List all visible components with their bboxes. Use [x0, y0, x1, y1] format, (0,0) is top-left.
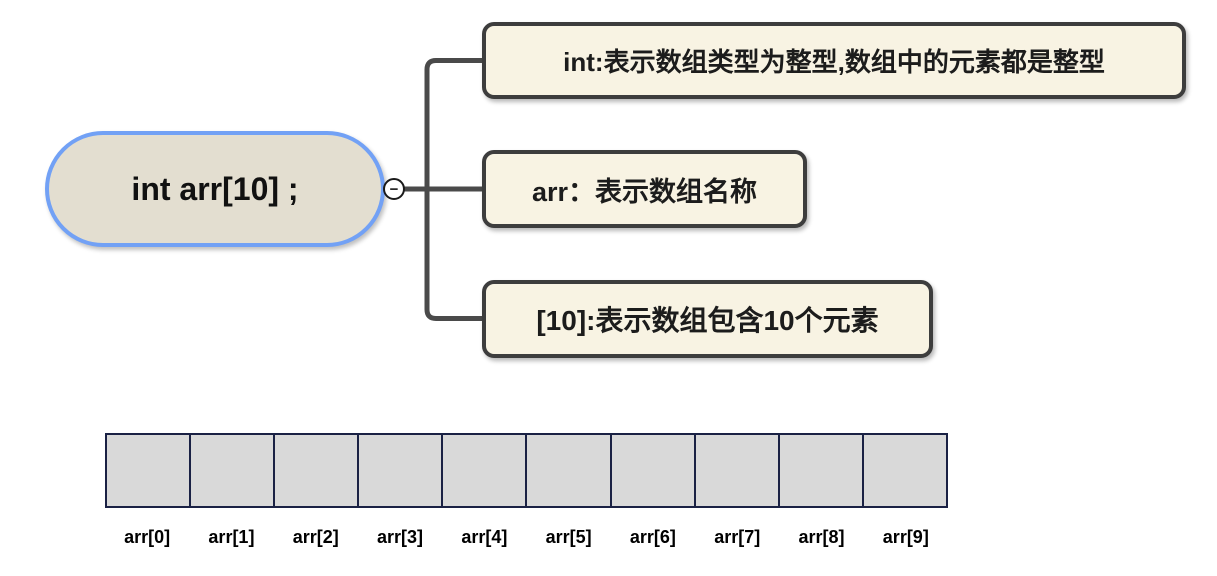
array-cell: [274, 434, 359, 507]
root-node-label: int arr[10] ;: [131, 170, 299, 207]
array-cell: [862, 434, 947, 507]
array-index-label: arr[9]: [882, 527, 929, 547]
array-cell: [358, 434, 443, 507]
collapse-toggle-button[interactable]: −: [383, 178, 405, 200]
array-cells-row: [105, 433, 948, 508]
branch-node-int[interactable]: int:表示数组类型为整型,数组中的元素都是整型: [482, 22, 1186, 99]
connector-trunk: [424, 58, 482, 321]
array-index-labels-row: arr[0] arr[1] arr[2] arr[3] arr[4] arr[5…: [105, 527, 948, 551]
branch-node-label: [10]:表示数组包含10个元素: [536, 305, 879, 336]
array-index-label: arr[7]: [714, 527, 761, 547]
array-index-label: arr[2]: [292, 527, 339, 547]
array-index-label: arr[1]: [208, 527, 255, 547]
array-cell: [190, 434, 275, 507]
minus-icon: −: [389, 180, 399, 198]
array-index-label: arr[0]: [124, 527, 171, 547]
array-index-label: arr[6]: [629, 527, 676, 547]
array-index-label: arr[3]: [377, 527, 424, 547]
array-cell: [526, 434, 611, 507]
branch-node-arr[interactable]: arr：表示数组名称: [482, 150, 807, 228]
array-cell: [778, 434, 863, 507]
array-index-label: arr[4]: [461, 527, 508, 547]
array-index-label: arr[5]: [545, 527, 592, 547]
array-cell: [610, 434, 695, 507]
branch-node-size[interactable]: [10]:表示数组包含10个元素: [482, 280, 933, 358]
array-index-label: arr[8]: [798, 527, 845, 547]
branch-node-label: arr：表示数组名称: [531, 176, 758, 207]
branch-node-label: int:表示数组类型为整型,数组中的元素都是整型: [563, 47, 1105, 77]
root-node[interactable]: int arr[10] ;: [45, 131, 385, 247]
array-cell: [442, 434, 527, 507]
array-cell: [106, 434, 191, 507]
array-cell: [694, 434, 779, 507]
